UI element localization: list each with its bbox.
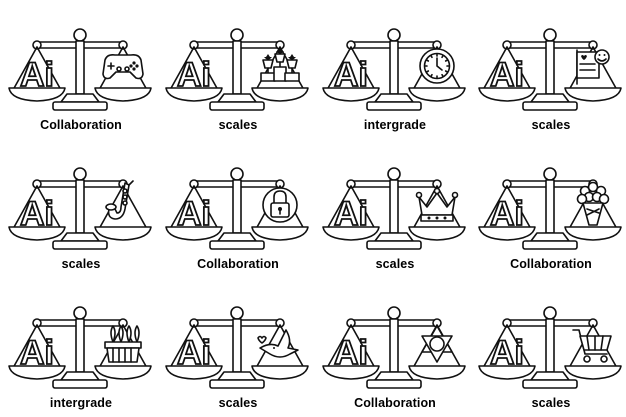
- ai-label: Ai: [490, 334, 524, 372]
- caption-label: scales: [61, 257, 101, 271]
- scale-icon: Ai: [322, 167, 466, 250]
- scale-icon: Ai: [165, 28, 309, 111]
- scale-icon: Ai: [165, 167, 309, 250]
- scale-icon: Ai: [322, 28, 466, 111]
- caption-label: intergrade: [49, 396, 113, 410]
- star-of-david-icon: [421, 325, 453, 363]
- ai-label: Ai: [177, 195, 211, 233]
- dove-icon: [257, 329, 299, 358]
- scale-icon: Ai: [165, 306, 309, 389]
- scale-illustration: Ai scales: [160, 0, 316, 139]
- ai-label: Ai: [334, 56, 368, 94]
- scale-illustration: Ai scales: [3, 139, 159, 278]
- scale-icon: Ai: [8, 306, 152, 389]
- ai-label: Ai: [334, 195, 368, 233]
- caption-label: scales: [531, 396, 571, 410]
- basket-icon: [104, 325, 142, 363]
- scale-icon: Ai: [478, 306, 622, 389]
- caption-label: scales: [375, 257, 415, 271]
- scale-icon: Ai: [8, 28, 152, 111]
- scale-icon: Ai: [478, 28, 622, 111]
- scale-icon: Ai: [322, 306, 466, 389]
- scale-illustration: Ai intergrade: [317, 0, 473, 139]
- scale-icon: Ai: [8, 167, 152, 250]
- lock-icon: [262, 187, 298, 223]
- saxophone-icon: [105, 180, 134, 220]
- caption-label: intergrade: [363, 118, 427, 132]
- scale-illustration: Ai scales: [473, 278, 626, 417]
- ai-label: Ai: [20, 56, 54, 94]
- scale-illustration: Ai scales: [317, 139, 473, 278]
- scale-illustration: Ai intergrade: [3, 278, 159, 417]
- caption-label: Collaboration: [510, 257, 592, 271]
- ai-label: Ai: [490, 56, 524, 94]
- caption-label: scales: [218, 118, 258, 132]
- shopping-cart-icon: [572, 329, 612, 363]
- caption-label: Collaboration: [354, 396, 436, 410]
- caption-label: scales: [218, 396, 258, 410]
- ai-label: Ai: [20, 195, 54, 233]
- caption-label: Collaboration: [197, 257, 279, 271]
- scale-illustration: Ai scales: [160, 278, 316, 417]
- scale-icon: Ai: [478, 167, 622, 250]
- crown-icon: [415, 187, 459, 222]
- caption-label: Collaboration: [40, 118, 122, 132]
- gamepad-icon: [102, 54, 144, 80]
- clock-icon: [419, 48, 455, 84]
- caption-label: scales: [531, 118, 571, 132]
- ai-label: Ai: [20, 334, 54, 372]
- ai-label: Ai: [177, 56, 211, 94]
- ai-label: Ai: [334, 334, 368, 372]
- scale-illustration: Ai scales: [473, 0, 626, 139]
- flag-smiley-icon: [576, 49, 610, 85]
- ai-label: Ai: [490, 195, 524, 233]
- ai-label: Ai: [177, 334, 211, 372]
- trophies-icon: [260, 48, 300, 82]
- bouquet-icon: [576, 181, 610, 226]
